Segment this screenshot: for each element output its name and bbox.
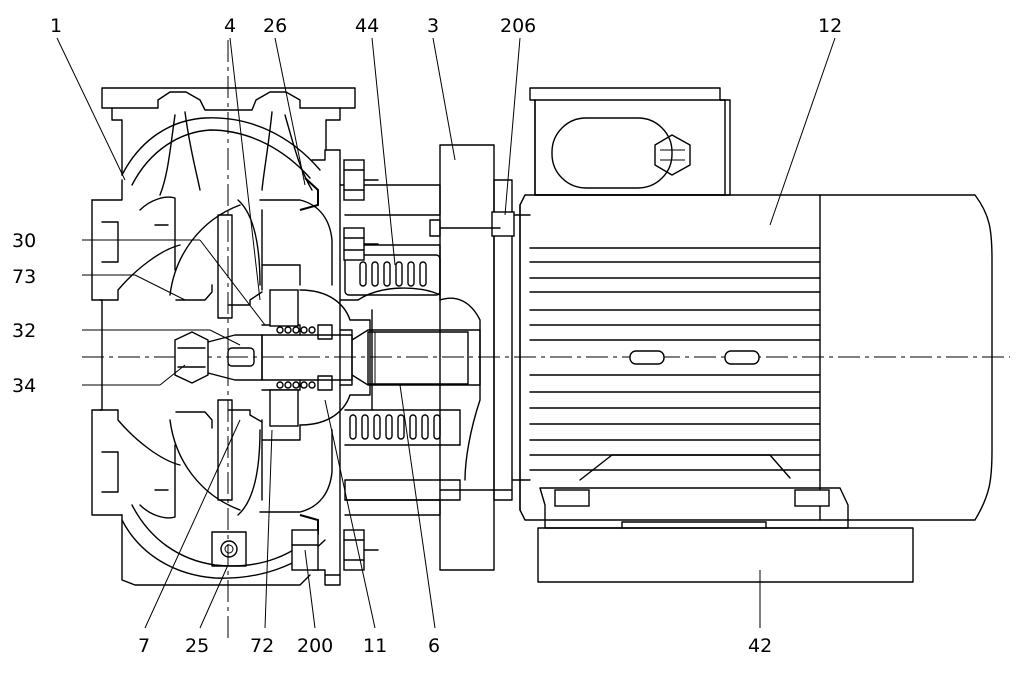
callout-30: 30 xyxy=(12,230,36,252)
bolts-cover xyxy=(291,159,379,586)
callout-34: 34 xyxy=(12,375,36,397)
leader-lines xyxy=(56,37,836,629)
callout-26: 26 xyxy=(263,15,287,37)
cooling-fins xyxy=(529,247,821,471)
callout-73: 73 xyxy=(12,266,36,288)
callout-7: 7 xyxy=(138,635,150,657)
impeller-nut xyxy=(174,331,263,384)
pump-casing xyxy=(91,87,356,586)
slot-row-top xyxy=(359,261,427,287)
motor xyxy=(519,87,993,529)
callout-42: 42 xyxy=(748,635,772,657)
base-plate xyxy=(537,527,914,583)
callout-11: 11 xyxy=(363,635,387,657)
callout-3: 3 xyxy=(427,15,439,37)
callout-6: 6 xyxy=(428,635,440,657)
lantern-bracket xyxy=(339,144,531,571)
callout-4: 4 xyxy=(224,15,236,37)
callout-32: 32 xyxy=(12,320,36,342)
shaft-seal xyxy=(261,289,481,427)
impeller xyxy=(169,199,263,516)
callout-206: 206 xyxy=(500,15,536,37)
casing-cover xyxy=(259,149,341,576)
callout-1: 1 xyxy=(50,15,62,37)
callout-12: 12 xyxy=(818,15,842,37)
slot-row-bottom xyxy=(349,414,441,440)
callout-44: 44 xyxy=(355,15,379,37)
callout-72: 72 xyxy=(250,635,274,657)
callout-200: 200 xyxy=(297,635,333,657)
callout-25: 25 xyxy=(185,635,209,657)
callout-labels: 1 4 26 44 3 206 12 30 73 32 34 7 25 72 2… xyxy=(12,15,842,657)
